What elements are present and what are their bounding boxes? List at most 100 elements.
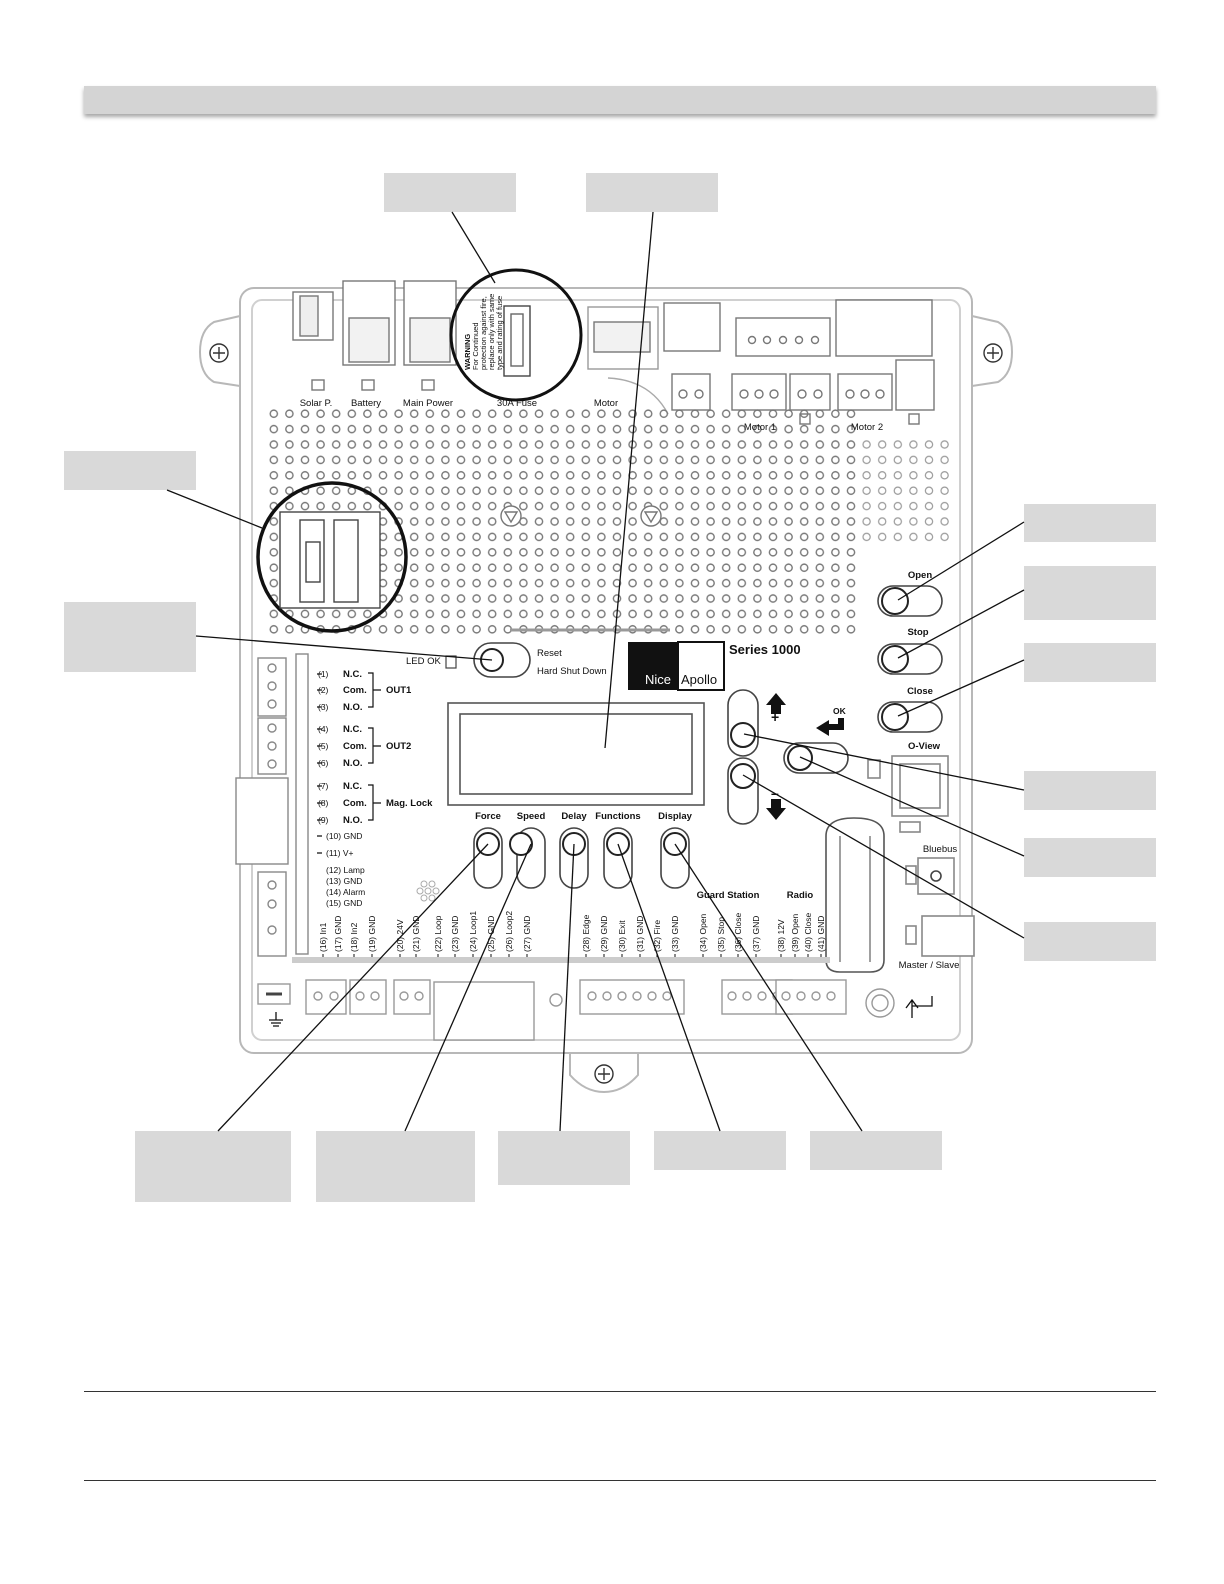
led-ok-label: LED OK — [406, 656, 442, 667]
callout-down — [1024, 922, 1156, 961]
svg-text:Bluebus: Bluebus — [923, 844, 958, 855]
delay-pot[interactable] — [559, 827, 589, 889]
brand-logo: Nice Apollo Series 1000 — [628, 641, 801, 691]
close-button[interactable] — [877, 701, 943, 733]
svg-text:Stop: Stop — [907, 627, 928, 638]
footer-rule-top — [84, 1391, 1156, 1392]
antenna-icon — [905, 996, 933, 1018]
svg-text:For Continued: For Continued — [471, 322, 480, 370]
svg-text:(13) GND: (13) GND — [326, 876, 362, 886]
ok-label: OK — [833, 706, 847, 716]
fuse-highlight-circle — [449, 268, 583, 402]
callout-close — [1024, 643, 1156, 682]
svg-text:Com.: Com. — [343, 798, 367, 809]
side-led — [867, 759, 881, 779]
down-button[interactable] — [727, 757, 759, 825]
svg-text:Com.: Com. — [343, 741, 367, 752]
svg-text:(11) V+: (11) V+ — [326, 848, 354, 858]
bottom-terminal-label: (36) Close — [733, 913, 743, 952]
bottom-terminal-label: (32) Fire — [652, 920, 662, 952]
delay-label: Delay — [561, 811, 587, 822]
svg-text:(1): (1) — [318, 669, 329, 679]
bottom-terminal-label: (28) Edge — [581, 914, 591, 952]
force-label: Force — [475, 811, 501, 822]
svg-text:(15) GND: (15) GND — [326, 898, 362, 908]
svg-text:type and rating of fuse: type and rating of fuse — [495, 296, 504, 370]
leader-lines — [166, 211, 1025, 1132]
bottom-terminal-label: (35) Stop — [716, 917, 726, 952]
functions-pot[interactable] — [603, 827, 633, 889]
svg-text:O-View: O-View — [908, 741, 941, 752]
up-button[interactable] — [727, 689, 759, 757]
main-power-label: Main Power — [403, 398, 453, 409]
callout-up — [1024, 771, 1156, 810]
enter-arrow-icon — [816, 718, 844, 736]
guard-station-label: Guard Station — [697, 890, 760, 901]
svg-text:(8): (8) — [318, 798, 329, 808]
callout-fuse — [384, 173, 516, 212]
bottom-terminal-label: (41) GND — [816, 916, 826, 952]
force-pot[interactable] — [473, 827, 503, 889]
svg-text:protection against fire,: protection against fire, — [479, 296, 488, 370]
svg-text:N.O.: N.O. — [343, 702, 363, 713]
bottom-terminal-label: (27) GND — [522, 916, 532, 952]
fuse-warning: WARNING For Continued protection against… — [463, 294, 504, 370]
brand-nice: Nice — [645, 672, 671, 687]
stop-button[interactable] — [877, 643, 943, 675]
brand-apollo: Apollo — [681, 672, 717, 687]
bottom-terminal-label: (21) GND — [411, 916, 421, 952]
out2-label: OUT2 — [386, 741, 411, 752]
bottom-terminal-label: (22) Loop — [433, 915, 443, 952]
vent-grid-right — [860, 436, 950, 546]
bottom-terminal-label: (18) In2 — [349, 922, 359, 952]
callout-stop — [1024, 566, 1156, 620]
master-slave-connector — [905, 915, 975, 957]
ok-button[interactable] — [783, 742, 849, 774]
brand-series: Series 1000 — [729, 642, 801, 657]
svg-text:(7): (7) — [318, 781, 329, 791]
bottom-terminal-label: (40) Close — [803, 913, 813, 952]
svg-text:(10) GND: (10) GND — [326, 831, 362, 841]
svg-text:(5): (5) — [318, 741, 329, 751]
svg-text:N.C.: N.C. — [343, 781, 362, 792]
led-ok-indicator — [445, 655, 457, 669]
bottom-terminal-label: (34) Open — [698, 913, 708, 952]
bottom-terminal-label: (26) Loop2 — [504, 911, 514, 952]
bottom-terminal-label: (16) In1 — [318, 922, 328, 952]
svg-text:N.O.: N.O. — [343, 758, 363, 769]
svg-text:(12) Lamp: (12) Lamp — [326, 865, 365, 875]
svg-text:Open: Open — [908, 570, 932, 581]
left-terminal-labels: (1)N.C. (2)Com. (3)N.O. OUT1 (4)N.C. (5)… — [318, 669, 433, 908]
fuse-label: 30A Fuse — [497, 398, 537, 409]
svg-text:N.C.: N.C. — [343, 724, 362, 735]
open-button[interactable] — [877, 585, 943, 617]
speed-pot[interactable] — [509, 827, 546, 889]
display-pot[interactable] — [660, 827, 690, 889]
svg-text:Close: Close — [907, 686, 933, 697]
svg-text:replace only with same: replace only with same — [487, 294, 496, 370]
out1-label: OUT1 — [386, 685, 412, 696]
svg-text:(4): (4) — [318, 724, 329, 734]
svg-text:N.O.: N.O. — [343, 815, 363, 826]
hard-shut-down-label: Hard Shut Down — [537, 666, 607, 677]
bottom-terminal-label: (39) Open — [790, 913, 800, 952]
bottom-terminal-label: (37) GND — [751, 916, 761, 952]
reset-label: Reset — [537, 648, 562, 659]
small-dots — [416, 880, 440, 902]
callout-force — [135, 1131, 291, 1202]
svg-text:N.C.: N.C. — [343, 669, 362, 680]
bottom-terminal-label: (20) 24V — [395, 919, 405, 952]
battery-label: Battery — [351, 398, 381, 409]
solar-label: Solar P. — [300, 398, 333, 409]
board-outline — [198, 287, 1014, 1094]
svg-text:Com.: Com. — [343, 685, 367, 696]
bottom-terminal-labels: (16) In1(17) GND(18) In2(19) GND(20) 24V… — [318, 911, 826, 958]
svg-text:(14) Alarm: (14) Alarm — [326, 887, 365, 897]
functions-label: Functions — [595, 811, 640, 822]
reset-button[interactable] — [473, 642, 531, 678]
bottom-connectors — [257, 979, 895, 1041]
left-terminal-strip — [235, 653, 309, 957]
callout-reset-button — [64, 602, 196, 672]
motor-label: Motor — [594, 398, 618, 409]
